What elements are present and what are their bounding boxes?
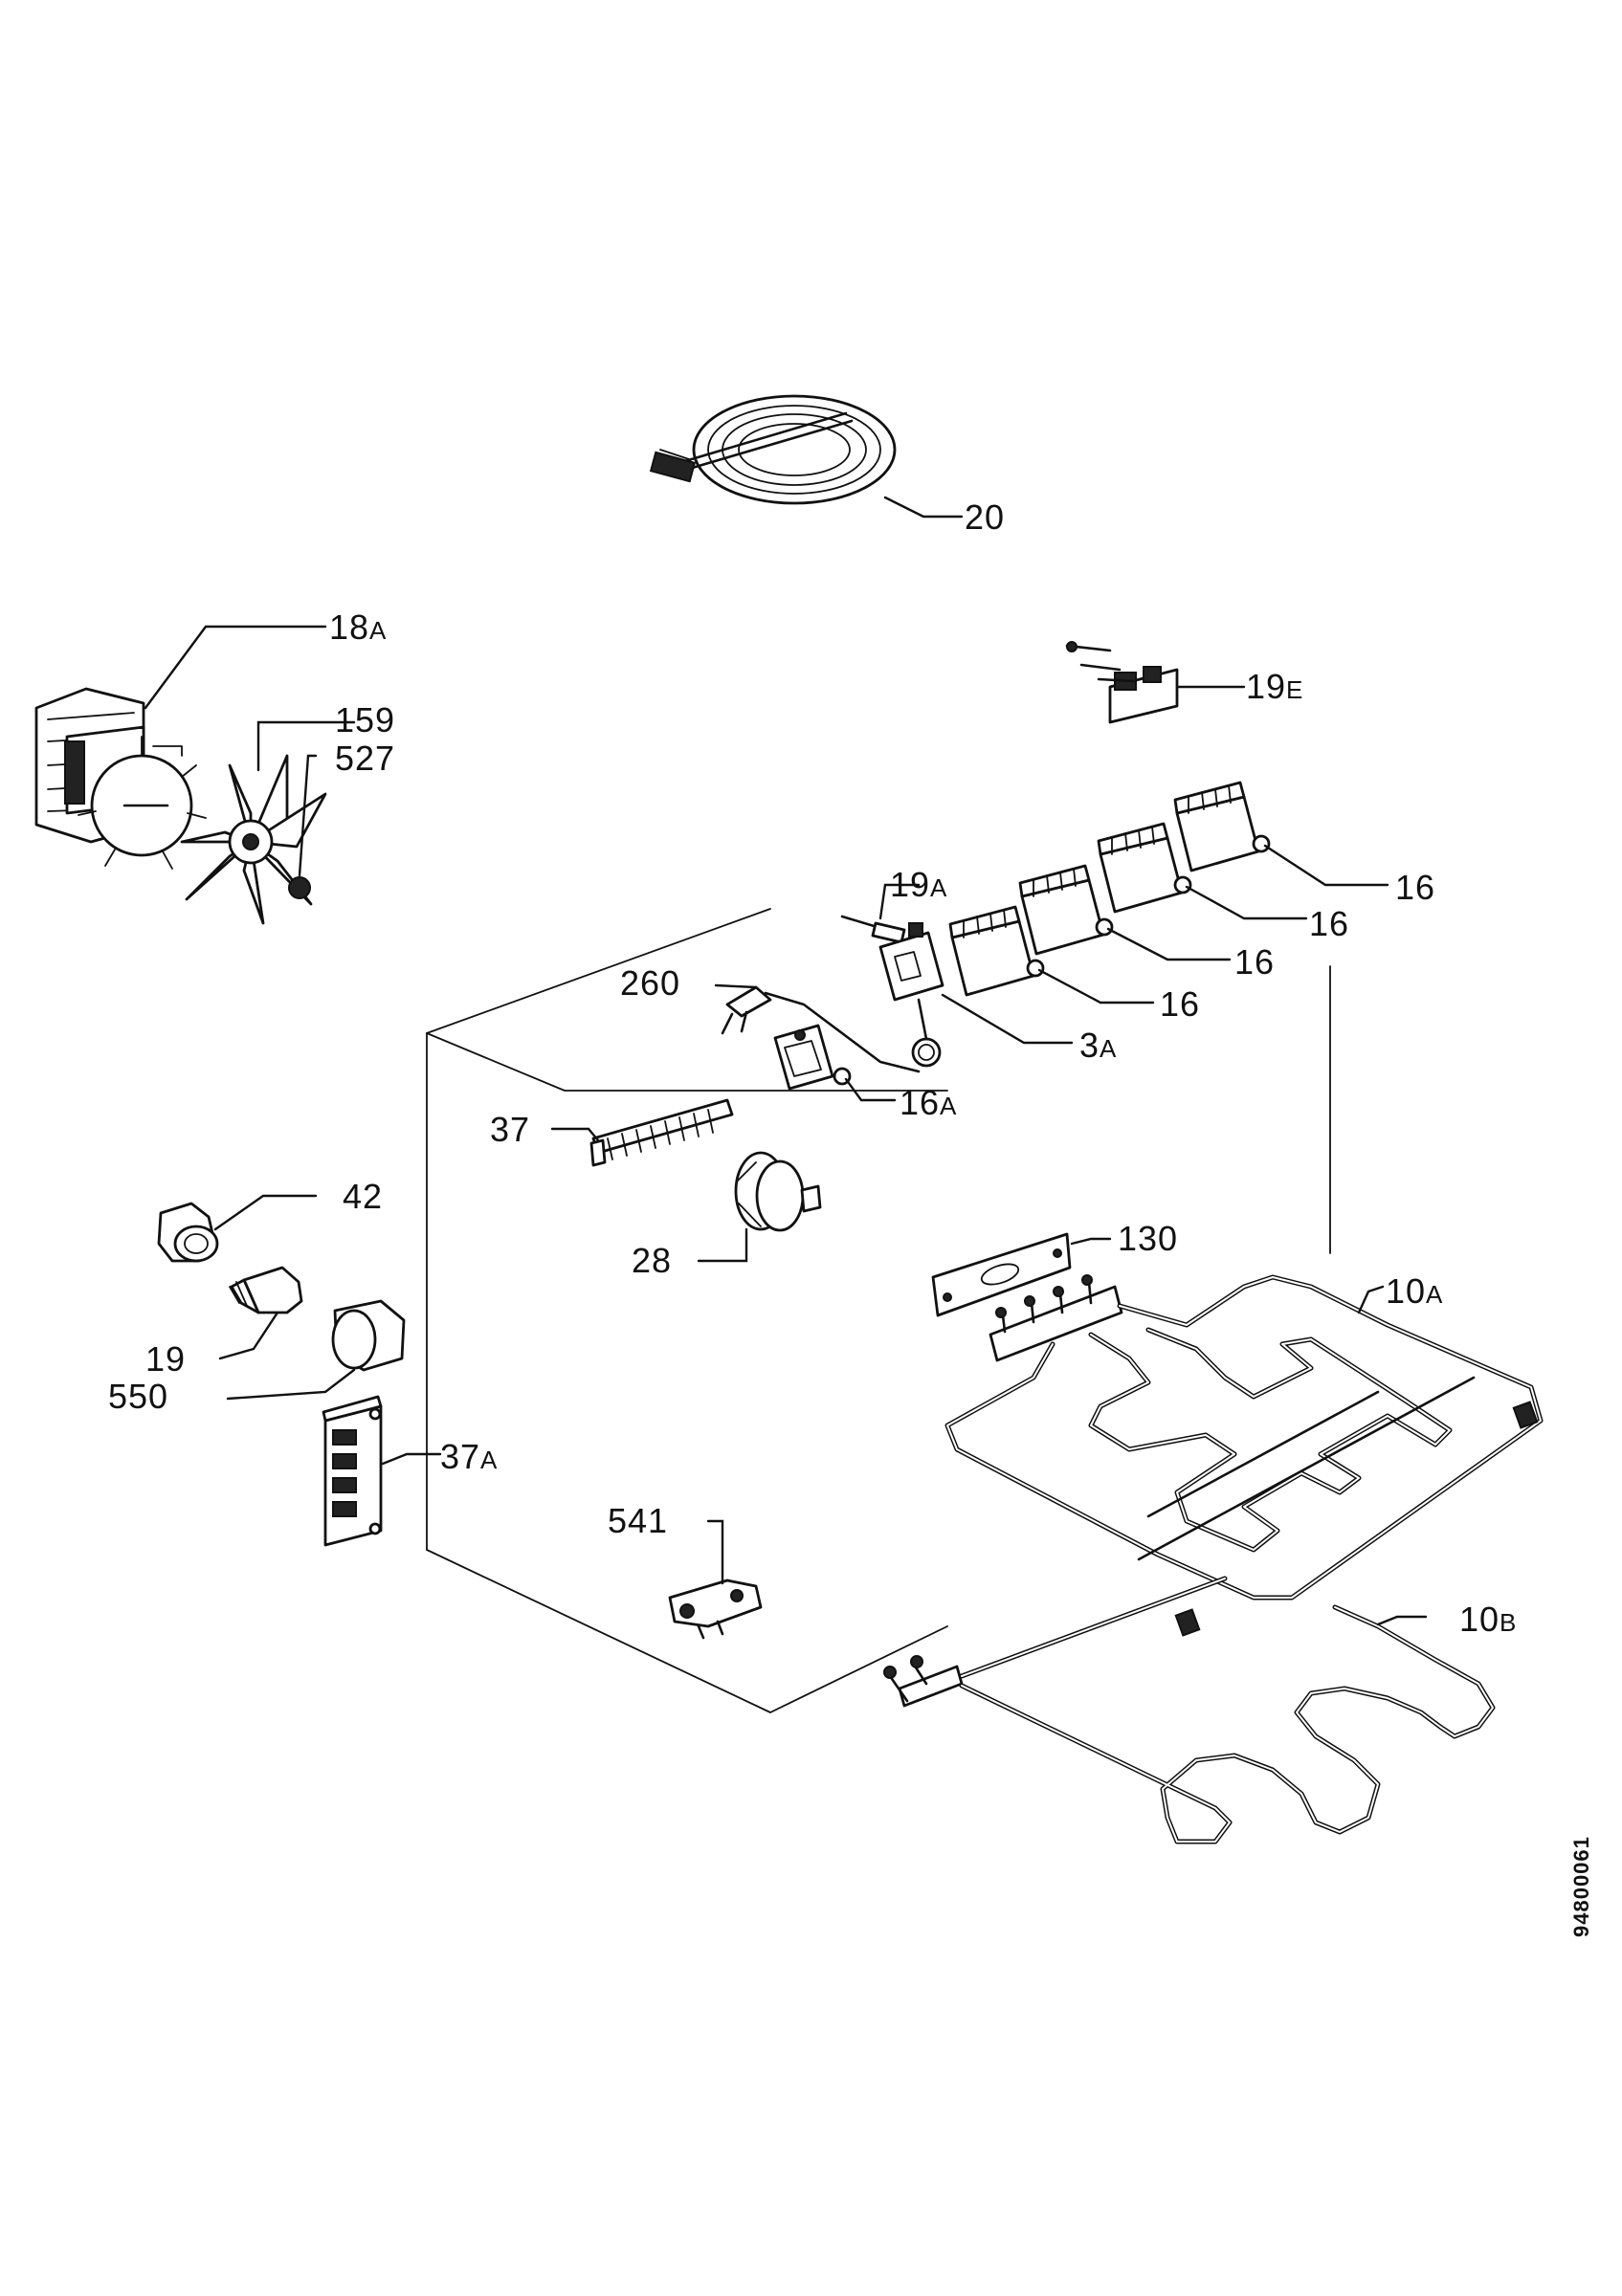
label-19A: 19A bbox=[890, 865, 947, 904]
label-159: 159 bbox=[335, 700, 395, 740]
rotary-switch-part bbox=[697, 1151, 822, 1263]
selector-switch-part-4 bbox=[948, 905, 1155, 1004]
thermostat-part bbox=[878, 922, 1074, 1068]
fan-blade-part bbox=[180, 720, 356, 925]
label-541: 541 bbox=[608, 1501, 668, 1540]
ring-heating-element-part bbox=[649, 394, 964, 519]
oven-cavity-outline bbox=[426, 908, 1331, 1713]
label-260: 260 bbox=[620, 963, 680, 1003]
lamp-cover-part bbox=[226, 1299, 406, 1401]
terminal-connector-part bbox=[1065, 641, 1246, 724]
selector-switch-part-2 bbox=[1097, 822, 1308, 920]
label-19E: 19E bbox=[1246, 667, 1303, 706]
label-37A: 37A bbox=[440, 1437, 498, 1476]
label-28: 28 bbox=[632, 1241, 672, 1280]
label-42: 42 bbox=[343, 1177, 383, 1216]
document-id: 94800061 bbox=[1569, 1836, 1593, 1937]
label-550: 550 bbox=[108, 1377, 168, 1416]
selector-switch-part-1 bbox=[1173, 781, 1389, 887]
connector-clip-part bbox=[668, 1519, 763, 1640]
label-10B: 10B bbox=[1459, 1600, 1517, 1639]
label-16-4: 16 bbox=[1160, 984, 1200, 1024]
probe-lamp-part bbox=[840, 883, 921, 944]
terminal-strip-part bbox=[550, 1098, 734, 1167]
label-16-1: 16 bbox=[1395, 868, 1435, 907]
side-terminal-block-part bbox=[322, 1395, 442, 1547]
label-3A: 3A bbox=[1079, 1026, 1117, 1065]
bottom-heating-element-part bbox=[883, 1576, 1496, 1844]
selector-switch-part-3 bbox=[1018, 864, 1232, 961]
switch-16A-part bbox=[773, 1024, 897, 1102]
label-18A: 18A bbox=[329, 607, 387, 647]
label-527: 527 bbox=[335, 739, 395, 778]
label-16A: 16A bbox=[900, 1083, 957, 1122]
lamp-holder-part bbox=[157, 1194, 318, 1263]
label-130: 130 bbox=[1118, 1219, 1178, 1258]
fan-motor-part bbox=[34, 625, 327, 870]
lamp-bulb-part bbox=[218, 1266, 303, 1360]
label-20: 20 bbox=[965, 497, 1005, 537]
label-10A: 10A bbox=[1386, 1271, 1443, 1311]
fan-nut-part bbox=[288, 754, 318, 899]
mounting-plate-part bbox=[931, 1232, 1112, 1317]
temperature-sensor-part bbox=[714, 983, 921, 1073]
label-16-2: 16 bbox=[1309, 904, 1349, 943]
label-19: 19 bbox=[145, 1339, 186, 1379]
label-37: 37 bbox=[490, 1110, 530, 1149]
label-16-3: 16 bbox=[1234, 942, 1275, 982]
grill-heating-element-part bbox=[944, 1274, 1544, 1637]
